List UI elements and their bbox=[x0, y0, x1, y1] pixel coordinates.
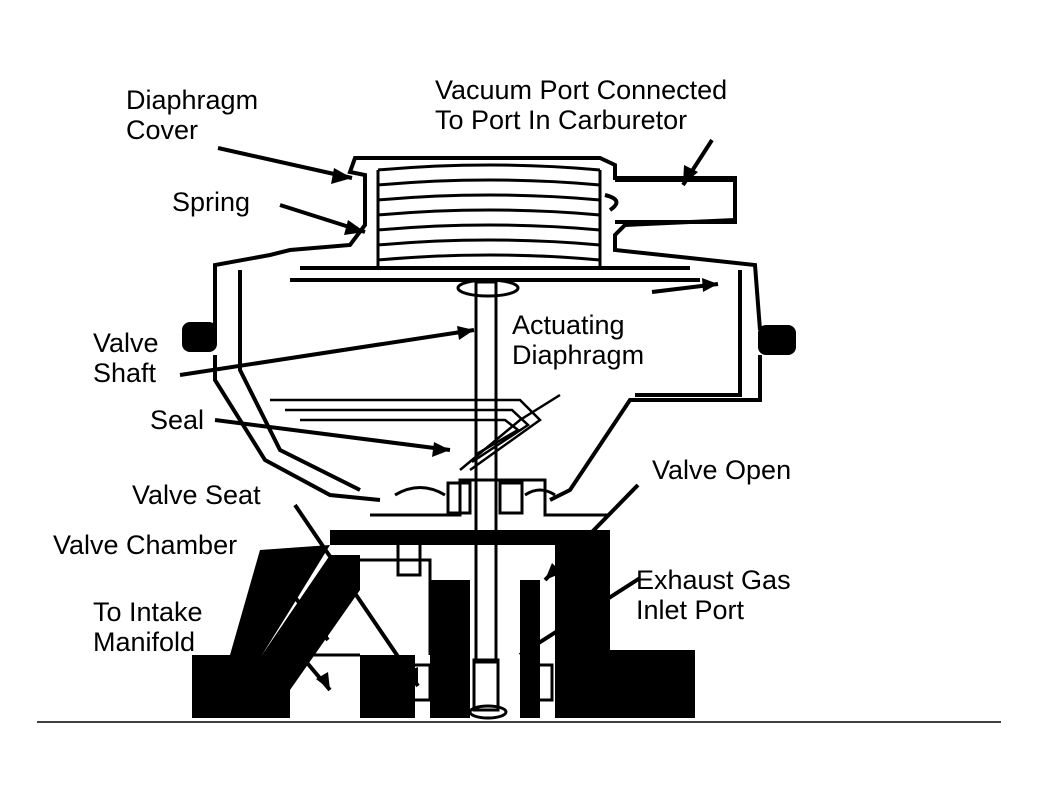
valve-shaft-drawing bbox=[456, 278, 520, 720]
actuator-housing bbox=[213, 156, 762, 502]
vacuum-port bbox=[604, 178, 737, 224]
label-valve-chamber: Valve Chamber bbox=[53, 530, 238, 560]
spring-coils bbox=[376, 163, 602, 268]
label-diaphragm-cover: Diaphragm Cover bbox=[126, 85, 259, 145]
housing-flanges bbox=[182, 322, 796, 355]
valve-body bbox=[192, 530, 695, 718]
label-vacuum-port: Vacuum Port Connected To Port In Carbure… bbox=[435, 75, 728, 135]
label-to-intake-manifold: To Intake Manifold bbox=[93, 597, 203, 657]
label-exhaust-gas-inlet: Exhaust Gas Inlet Port bbox=[636, 565, 791, 625]
label-valve-seat: Valve Seat bbox=[132, 480, 261, 510]
label-seal: Seal bbox=[150, 405, 205, 435]
arrow-heads bbox=[315, 165, 718, 690]
diaphragm-cone bbox=[270, 393, 561, 472]
label-valve-shaft: Valve Shaft bbox=[93, 328, 159, 388]
label-spring: Spring bbox=[172, 187, 251, 217]
label-valve-open: Valve Open bbox=[652, 455, 792, 485]
valve-chamber-outline bbox=[300, 533, 432, 657]
seal-assembly bbox=[370, 478, 610, 702]
label-actuating-diaphragm: Actuating Diaphragm bbox=[512, 310, 645, 370]
leader-lines bbox=[179, 138, 719, 692]
